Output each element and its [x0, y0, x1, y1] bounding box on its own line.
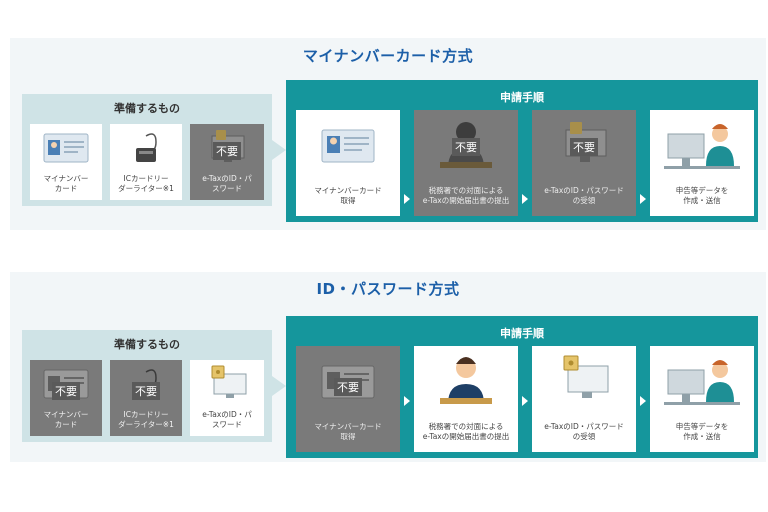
- prep-item-label: e-TaxのID・パスワード: [202, 174, 252, 193]
- step-label: マイナンバーカード取得: [314, 422, 382, 441]
- myna-prep-item-card-reader: ICカードリーダーライター※1: [110, 124, 182, 200]
- myna-apply-title: 申請手順: [500, 91, 544, 104]
- card-reader-icon: [110, 124, 182, 171]
- idpw-step-3: e-TaxのID・パスワードの受領: [532, 346, 636, 452]
- not-required-badge: 不要: [452, 138, 480, 156]
- person-computer-icon: [650, 346, 754, 412]
- not-required-badge: 不要: [334, 378, 362, 396]
- myna-method-title: マイナンバーカード方式: [302, 47, 474, 65]
- step-chevron-icon: [640, 396, 646, 406]
- idpw-step-1: 不要 マイナンバーカード取得: [296, 346, 400, 452]
- id-card-icon: [30, 124, 102, 171]
- idpw-prep-item-mynumber-card: 不要 マイナンバーカード: [30, 360, 102, 436]
- idpw-prep-item-id-password: e-TaxのID・パスワード: [190, 360, 264, 436]
- prep-item-label: ICカードリーダーライター※1: [118, 410, 174, 429]
- myna-step-4: 申告等データを作成・送信: [650, 110, 754, 216]
- step-chevron-icon: [404, 396, 410, 406]
- computer-lock-icon: [190, 360, 264, 407]
- not-required-badge: 不要: [132, 382, 160, 400]
- id-card-icon: [296, 110, 400, 176]
- not-required-badge: 不要: [570, 138, 598, 156]
- idpw-prep-title: 準備するもの: [114, 338, 180, 351]
- not-required-badge: 不要: [52, 382, 80, 400]
- prep-item-label: マイナンバーカード: [43, 410, 89, 429]
- step-label: e-TaxのID・パスワードの受領: [544, 186, 624, 205]
- flow-arrow-icon: [272, 376, 286, 396]
- idpw-apply-box: 申請手順 不要 マイナンバーカード取得: [286, 316, 758, 458]
- step-label: e-TaxのID・パスワードの受領: [544, 422, 624, 441]
- step-chevron-icon: [522, 396, 528, 406]
- not-required-badge: 不要: [213, 142, 241, 160]
- step-chevron-icon: [404, 194, 410, 204]
- idpw-apply-title: 申請手順: [500, 327, 544, 340]
- myna-prep-title: 準備するもの: [114, 102, 180, 115]
- idpw-prep-box: 準備するもの 不要 マイナンバーカード 不要 ICカードリ: [22, 330, 272, 442]
- step-chevron-icon: [522, 194, 528, 204]
- person-desk-icon: [414, 346, 518, 412]
- idpw-prep-item-card-reader: 不要 ICカードリーダーライター※1: [110, 360, 182, 436]
- myna-prep-item-mynumber-card: マイナンバーカード: [30, 124, 102, 200]
- myna-apply-box: 申請手順 マイナンバーカード取得: [286, 80, 758, 222]
- step-label: 申告等データを作成・送信: [675, 186, 729, 205]
- myna-prep-box: 準備するもの マイナンバーカード: [22, 94, 272, 206]
- myna-prep-item-id-password: 不要 e-TaxのID・パスワード: [190, 124, 264, 200]
- myna-method-panel: マイナンバーカード方式 準備するもの マイナンバーカード: [10, 38, 766, 230]
- person-computer-icon: [650, 110, 754, 176]
- computer-lock-icon: [532, 346, 636, 412]
- idpw-method-panel: ID・パスワード方式 準備するもの 不要 マイナンバーカード: [10, 272, 766, 462]
- myna-step-3: 不要 e-TaxのID・パスワードの受領: [532, 110, 636, 216]
- step-label: マイナンバーカード取得: [314, 186, 382, 205]
- step-chevron-icon: [640, 194, 646, 204]
- flow-arrow-icon: [272, 140, 286, 160]
- step-label: 申告等データを作成・送信: [675, 422, 729, 441]
- prep-item-label: マイナンバーカード: [43, 174, 89, 193]
- idpw-method-title: ID・パスワード方式: [316, 280, 460, 298]
- idpw-step-4: 申告等データを作成・送信: [650, 346, 754, 452]
- prep-item-label: e-TaxのID・パスワード: [202, 410, 252, 429]
- myna-step-1: マイナンバーカード取得: [296, 110, 400, 216]
- prep-item-label: ICカードリーダーライター※1: [118, 174, 174, 193]
